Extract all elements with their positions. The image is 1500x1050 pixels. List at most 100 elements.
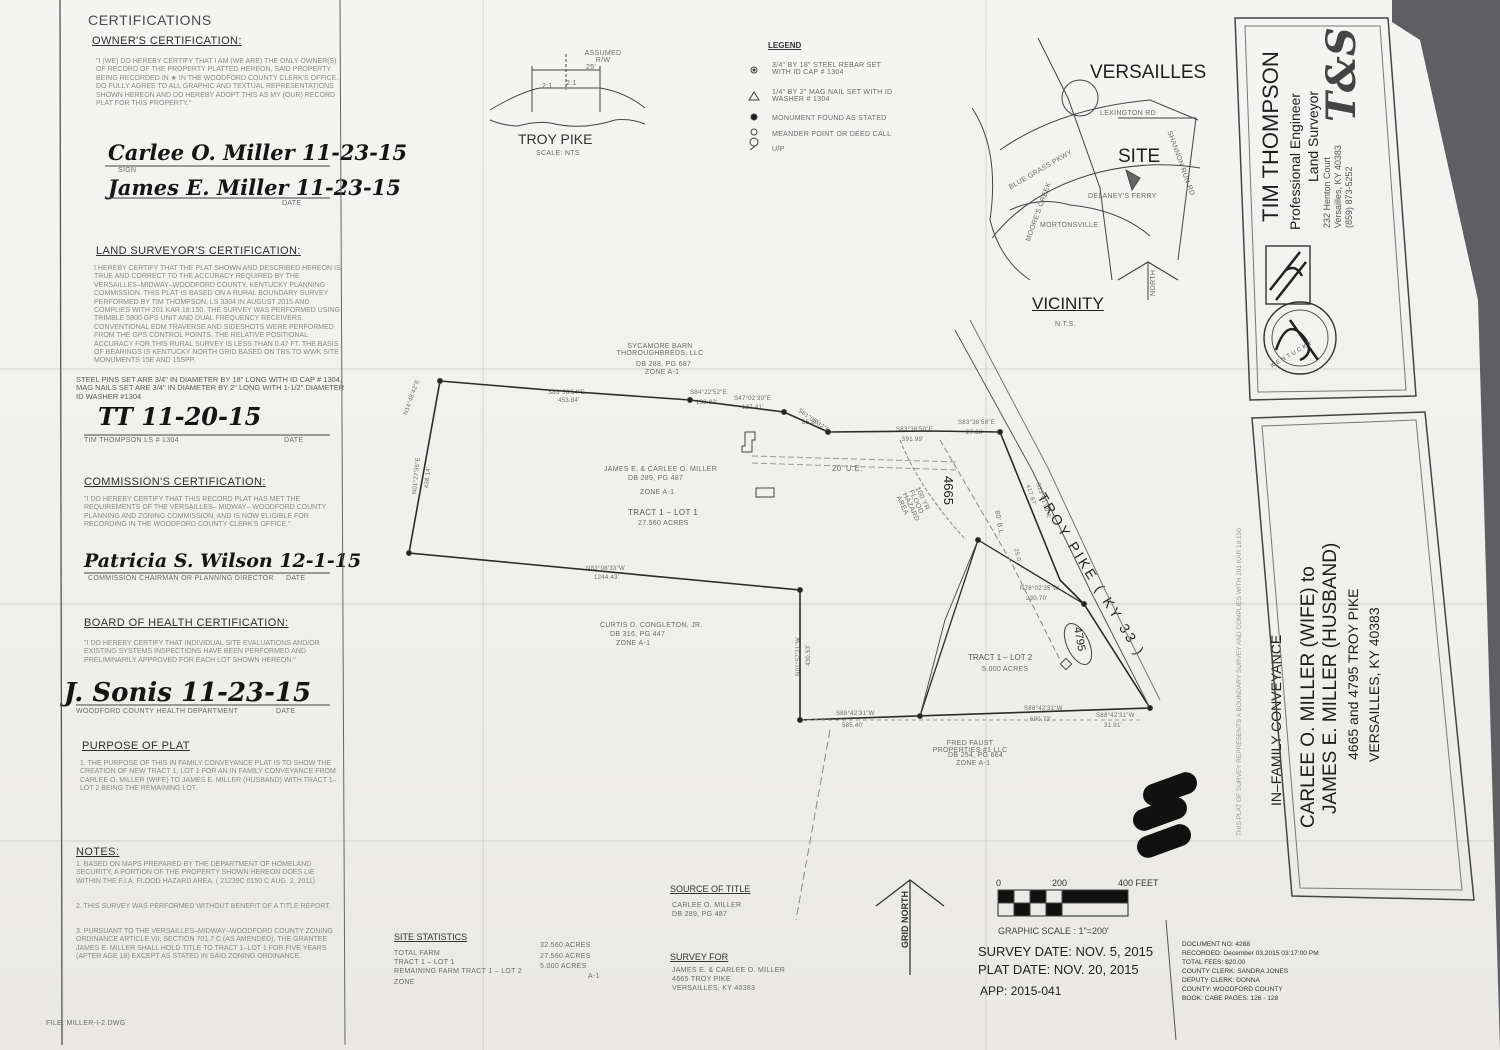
vicinity-road-line [1118, 117, 1197, 261]
road-section-profile [489, 87, 646, 111]
neighbor-name: SYCAMORE BARN THOROUGHBREDS, LLC [616, 343, 704, 357]
steel-pins-note: STEEL PINS SET ARE 3/4" IN DIAMETER BY 1… [76, 375, 345, 401]
scale-bar-segment [1045, 902, 1063, 917]
lot2-boundary [799, 603, 1152, 721]
lot1-name: TRACT 1 – LOT 1 [628, 508, 699, 517]
corner-pin [975, 537, 981, 543]
vicinity-road: LEXINGTON RD [1100, 110, 1156, 117]
commission-cert-body: "I DO HEREBY CERTIFY THAT THIS RECORD PL… [84, 496, 327, 529]
recording-line: TOTAL FEES: $20.00 [1182, 959, 1246, 966]
legend-utility-symbol [749, 137, 759, 151]
owner-cert-heading: OWNER'S CERTIFICATION: [92, 35, 242, 47]
bearing: S84°22'52"E [690, 390, 728, 396]
road-section-scale: SCALE: NTS [536, 150, 580, 157]
neighbor-deed: DB 316, PG 447 [610, 631, 666, 638]
lot1-west-south-boundary [408, 380, 801, 720]
corner-pin [797, 717, 803, 723]
fold-crease [0, 603, 1500, 605]
legend-item: 3/4" BY 18" STEEL REBAR SET WITH ID CAP … [772, 62, 882, 76]
seal-signature [1274, 319, 1320, 362]
site-stat-label: TRACT 1 – LOT 1 [394, 959, 455, 966]
vicinity-site-marker [1125, 168, 1141, 192]
building-house [741, 431, 756, 453]
owner-signature-2: James E. Miller 11-23-15 [108, 175, 401, 200]
lot1-owner: JAMES E. & CARLEE O. MILLER [604, 466, 718, 473]
vicinity-road-line [991, 164, 1201, 239]
recording-line: RECORDED: December 03,2015 03:17:00 PM [1182, 950, 1319, 957]
vicinity-road-line [999, 99, 1199, 151]
panel-border [59, 0, 63, 1046]
distance: 585.40' [842, 723, 864, 729]
legend-item: MONUMENT FOUND AS STATED [772, 115, 887, 122]
site-stat-label: ZONE [394, 979, 415, 986]
legend-meander-symbol [750, 128, 758, 136]
recording-line: COUNTY: WOODFORD COUNTY [1182, 986, 1283, 993]
conveyance-border [1251, 411, 1475, 901]
corner-pin [1081, 601, 1087, 607]
legend-rebar-symbol [752, 68, 756, 72]
legend-monument-symbol [750, 113, 758, 121]
surveyor-seal [1271, 309, 1329, 367]
survey-for-line: 4665 TROY PIKE [672, 976, 731, 983]
scale-caption: GRAPHIC SCALE : 1"=200' [998, 926, 1109, 936]
vicinity-road-line [1037, 37, 1113, 281]
purpose-heading: PURPOSE OF PLAT [82, 740, 190, 752]
corner-pin [781, 409, 787, 415]
vicinity-town: VERSAILLES [1090, 62, 1207, 83]
corner-pin [1147, 705, 1153, 711]
legend-item: 1/4" BY 2" MAG NAIL SET WITH ID WASHER #… [772, 89, 893, 103]
neighbor-name: FRED FAUST PROPERTIES #1 LLC [932, 740, 1008, 754]
source-title-line: CARLEE O. MILLER [672, 902, 742, 909]
source-title-line: DB 289, PG 487 [672, 911, 728, 918]
neighbor-name: CURTIS D. CONGLETON, JR. [600, 622, 703, 629]
recording-line: DOCUMENT NO: 4288 [1182, 941, 1251, 948]
neighbor-zone: ZONE A-1 [616, 640, 651, 647]
vicinity-site: SITE [1118, 146, 1161, 167]
neighbor-zone: ZONE A-1 [956, 760, 991, 767]
assumed-rw-label: ASSUMED R/W [584, 50, 622, 64]
neighbor-deed: DB 254, PG 664 [948, 752, 1004, 759]
legend-nail-symbol [748, 91, 760, 101]
vicinity-road: MORTONSVILLE [1040, 222, 1099, 229]
distance: 453.84' [558, 398, 580, 404]
distance: 138.82' [696, 400, 718, 406]
legend-item: U/P [772, 146, 785, 153]
health-caption: WOODFORD COUNTY HEALTH DEPARTMENT [76, 708, 239, 715]
scale-bar-segment [1061, 889, 1129, 904]
owner-signature-1: Carlee O. Miller 11-23-15 [108, 140, 408, 165]
recording-stamp: DOCUMENT NO: 4288 RECORDED: December 03,… [1182, 940, 1319, 1003]
corner-pin [687, 397, 693, 403]
legend-heading: LEGEND [768, 41, 802, 50]
building-barn [755, 487, 775, 498]
bearing: S47°02'30"E [734, 396, 772, 402]
site-stat-value: 32.560 ACRES [540, 942, 591, 949]
surveyor-cert-body: I HEREBY CERTIFY THAT THE PLAT SHOWN AND… [94, 265, 341, 365]
site-stats-heading: SITE STATISTICS [394, 932, 468, 942]
lot-dividing-line [919, 539, 1085, 717]
lot2-acres: 5.000 ACRES [982, 666, 1029, 673]
corner-pin [917, 713, 923, 719]
survey-for-heading: SURVEY FOR [670, 952, 729, 962]
note-item: 2. THIS SURVEY WAS PERFORMED WITHOUT BEN… [76, 903, 331, 910]
distance: 230.70' [1026, 596, 1048, 602]
health-signature: J. Sonis 11-23-15 [64, 678, 312, 708]
vicinity-title: VICINITY [1032, 294, 1104, 313]
file-name: FILE: MILLER-I-2.DWG [46, 1020, 126, 1027]
vicinity-nts: N.T.S. [1055, 321, 1076, 328]
survey-for-line: VERSAILLES, KY 40383 [672, 985, 756, 992]
bearing: S88°42'31"W [1096, 713, 1135, 719]
conveyance-border [1261, 419, 1463, 891]
lot2-name: TRACT 1 – LOT 2 [968, 653, 1033, 662]
survey-date: SURVEY DATE: NOV. 5, 2015 [978, 944, 1154, 959]
purpose-body: 1. THE PURPOSE OF THIS IN FAMILY CONVEYA… [80, 760, 337, 793]
plat-date: PLAT DATE: NOV. 20, 2015 [978, 962, 1139, 977]
lot1-zone: ZONE A-1 [640, 489, 675, 496]
road-section-label: TROY PIKE [518, 131, 593, 147]
distance: 31.91' [1104, 723, 1122, 729]
site-stat-value: A-1 [588, 973, 600, 980]
scale-bar-segment [1029, 889, 1047, 904]
address-4795-oval [1063, 623, 1093, 665]
title-block-border [1234, 17, 1417, 401]
commission-caption: COMMISSION CHAIRMAN OR PLANNING DIRECTOR [88, 575, 274, 582]
